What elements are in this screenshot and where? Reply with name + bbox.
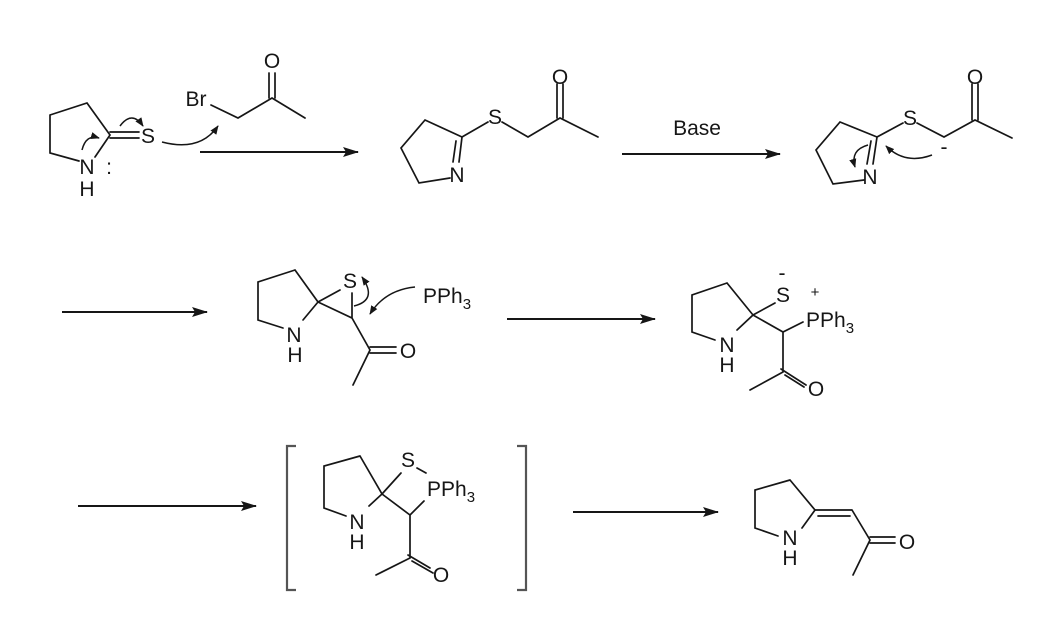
atom-s: S xyxy=(401,449,415,472)
reagent-pph3: PPh3 xyxy=(423,285,471,313)
atom-s: S xyxy=(488,106,502,129)
product-enaminone: N H O xyxy=(754,479,915,576)
charge-plus: + xyxy=(811,284,820,301)
atom-n: N xyxy=(79,156,94,179)
atom-s: S xyxy=(141,125,155,148)
curly-arrow-bond-to-n xyxy=(849,144,869,168)
atom-o: O xyxy=(400,340,416,363)
atom-h: H xyxy=(287,344,302,367)
curly-arrow-pph3-attack xyxy=(369,286,416,315)
atom-o: O xyxy=(899,531,915,554)
atom-h: H xyxy=(719,354,734,377)
atom-o: O xyxy=(808,378,824,401)
atom-n: N xyxy=(719,334,734,357)
atom-o: O xyxy=(264,50,280,73)
lone-pair: : xyxy=(106,156,112,179)
reagent-pph3: PPh3 xyxy=(806,309,854,337)
atom-s: S xyxy=(343,270,357,293)
atom-o: O xyxy=(967,66,983,89)
reagent-pph3: PPh3 xyxy=(427,478,475,506)
curly-arrow-bond-to-s xyxy=(353,276,370,307)
molecule-bromoacetone: Br O xyxy=(186,50,306,119)
atom-o: O xyxy=(552,66,568,89)
curly-arrow-carbanion-to-c xyxy=(885,145,933,160)
bracket-right xyxy=(517,444,528,592)
atom-h: H xyxy=(349,531,364,554)
atom-s: S xyxy=(776,284,790,307)
molecule-enolate-carbanion: S N O - xyxy=(814,66,1013,189)
atom-n: N xyxy=(286,324,301,347)
molecule-episulfide: S N H O PPh3 xyxy=(257,269,471,386)
atom-n: N xyxy=(349,511,364,534)
reagent-base: Base xyxy=(673,117,721,140)
molecule-pyrrolidine-2-thione: S N H : xyxy=(49,102,219,201)
intermediate-thiaphosphetane: S PPh3 N H O xyxy=(285,444,528,592)
atom-s: S xyxy=(903,107,917,130)
curly-arrow-bond-to-s xyxy=(119,117,144,127)
molecule-thiolate-phosphonium: S - + PPh3 N H O xyxy=(691,262,854,401)
atom-n: N xyxy=(782,527,797,550)
atom-h: H xyxy=(79,178,94,201)
charge-minus: - xyxy=(779,262,786,285)
bracket-left xyxy=(285,444,296,592)
atom-o: O xyxy=(433,564,449,587)
charge-minus: - xyxy=(941,136,948,159)
curly-arrow-n-to-bond xyxy=(81,132,100,151)
curly-arrow-s-to-c xyxy=(161,125,219,146)
molecule-s-alkylated-thioimidate: S N O xyxy=(399,66,599,187)
atom-n: N xyxy=(449,164,464,187)
atom-br: Br xyxy=(186,88,207,111)
atom-n: N xyxy=(862,166,877,189)
atom-h: H xyxy=(782,547,797,570)
